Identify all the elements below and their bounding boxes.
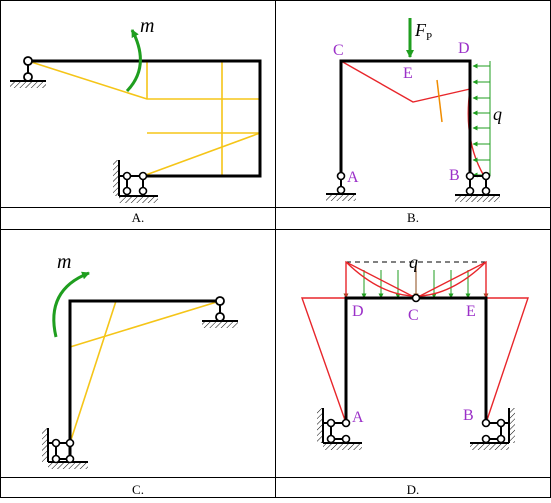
panel-b-node-c: C	[333, 42, 344, 59]
panel-a: m	[10, 15, 262, 203]
panel-d-node-d: D	[352, 303, 364, 320]
panel-d-moment-diagram	[301, 260, 529, 424]
panel-b-frame	[339, 59, 472, 176]
panel-d-load-label: q	[409, 252, 418, 272]
panel-c-moment-arrow	[52, 271, 90, 338]
panel-d: q D C E A B	[301, 252, 529, 450]
panel-d-node-c: C	[408, 307, 419, 324]
panel-c-moment-diagram	[69, 300, 221, 444]
panel-b-node-e: E	[403, 65, 413, 82]
panel-b-node-b: B	[449, 167, 460, 184]
panel-b-node-labels: C D E A B	[333, 40, 470, 186]
panel-b-load-label: q	[493, 104, 502, 124]
panel-a-link-support	[113, 160, 158, 203]
panel-d-distributed-load	[361, 270, 471, 299]
caption-c: C.	[132, 482, 144, 497]
panel-b-orange-line	[436, 79, 443, 123]
panel-c-pin-support	[202, 296, 238, 328]
panel-b-force-label: FP	[414, 20, 432, 43]
panel-b: FP q C D E A B	[326, 18, 502, 202]
panel-d-node-labels: D C E A B	[352, 303, 476, 426]
caption-d: D.	[407, 482, 420, 497]
panel-a-frame	[28, 59, 262, 178]
panel-b-support-b	[455, 171, 500, 202]
caption-b: B.	[407, 210, 419, 225]
panel-d-hinge-c	[411, 293, 421, 303]
panel-d-node-b: B	[463, 407, 474, 424]
panel-d-node-e: E	[466, 303, 476, 320]
panel-d-support-a	[317, 408, 362, 450]
caption-a: A.	[132, 210, 145, 225]
panel-c-link-support	[42, 428, 88, 469]
panel-a-moment-label: m	[140, 15, 154, 37]
panel-b-node-d: D	[458, 40, 470, 57]
panel-d-support-b	[470, 408, 515, 450]
panel-a-moment-diagram	[27, 60, 261, 177]
panel-c-moment-label: m	[57, 251, 71, 273]
panel-b-node-a: A	[347, 169, 359, 186]
panel-a-moment-arrow	[125, 29, 142, 93]
panel-b-distributed-load	[472, 61, 491, 178]
panel-a-pin-support	[10, 56, 46, 88]
panel-d-node-a: A	[352, 409, 364, 426]
panel-c: m	[42, 251, 238, 469]
panel-c-frame	[68, 299, 220, 459]
panel-b-support-a	[326, 171, 356, 201]
